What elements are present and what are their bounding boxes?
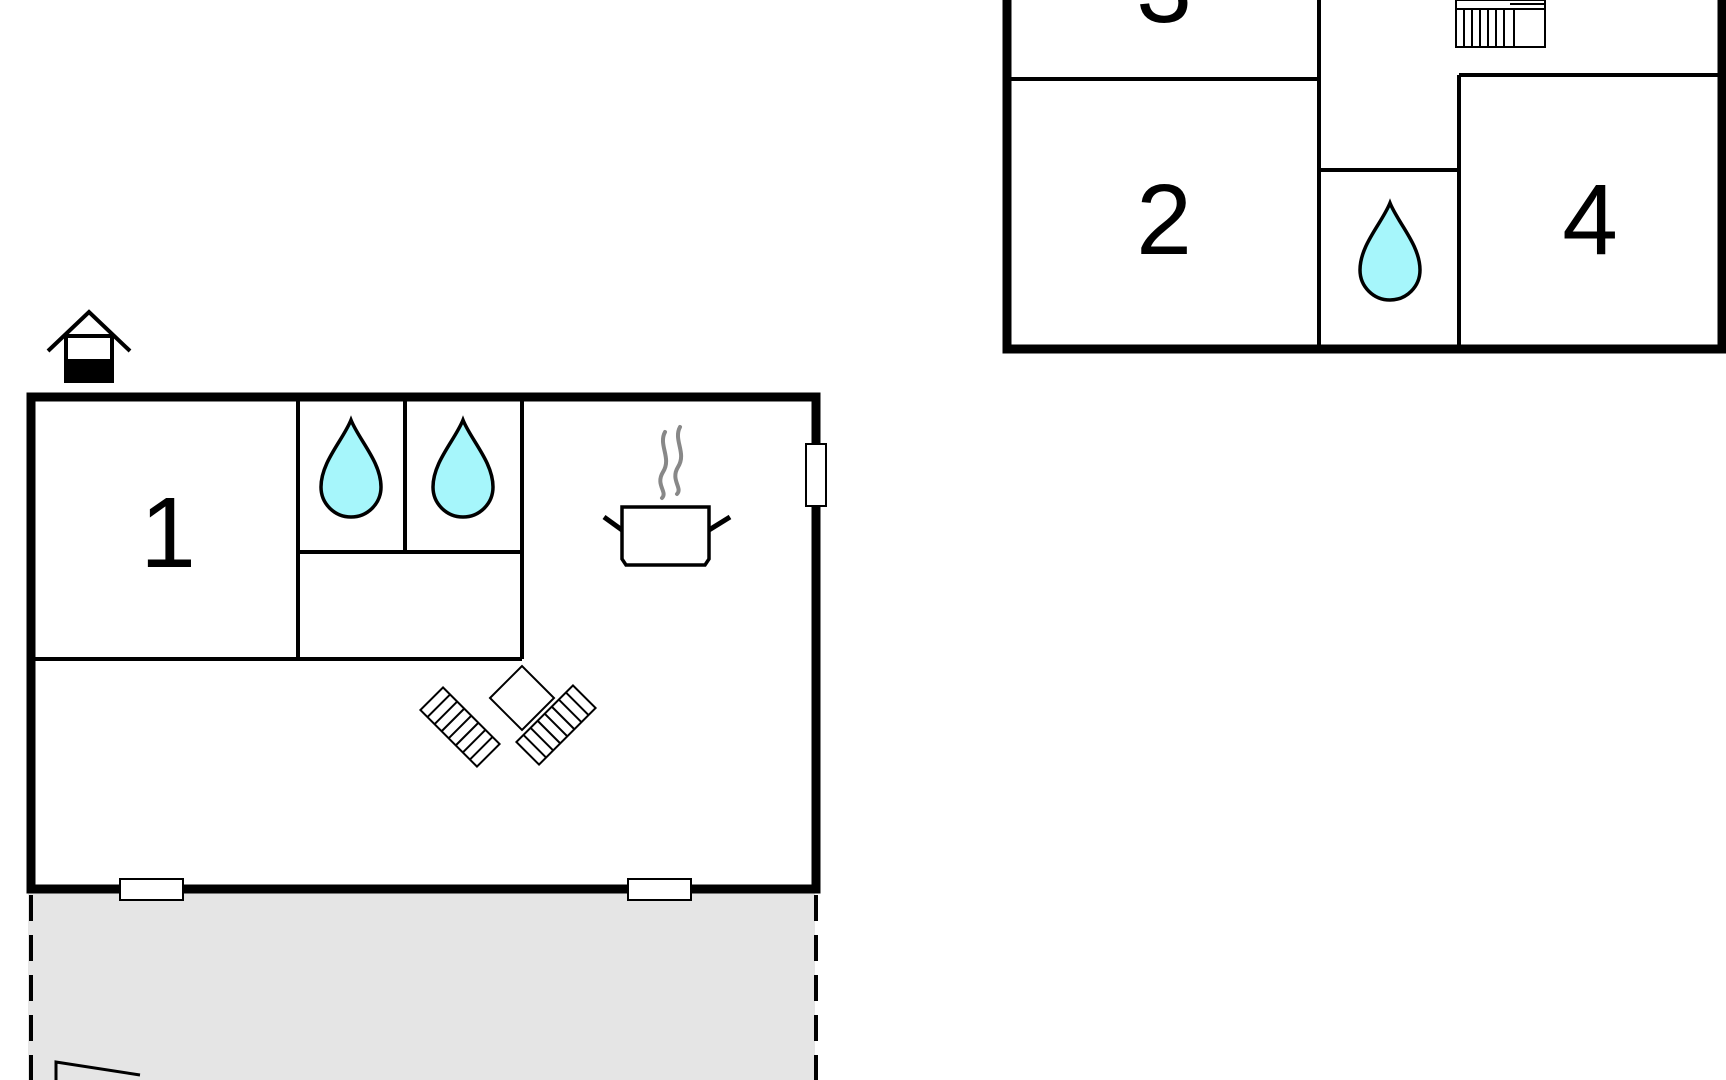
stairs-icon (1455, 0, 1546, 48)
window-icon (805, 443, 827, 507)
water-drop-icon (431, 415, 495, 519)
room-4-number: 4 (1562, 164, 1618, 276)
terrace (28, 890, 815, 1080)
window-icon (627, 878, 692, 901)
ground-floor-outer-wall (26, 392, 821, 894)
ground-floor: 1 (26, 309, 827, 1080)
cooking-pot-icon (602, 425, 732, 567)
upper-floor-outer-wall (1002, 0, 1726, 354)
house-icon (46, 309, 132, 383)
window-icon (119, 878, 184, 901)
room-2-number: 2 (1136, 164, 1192, 276)
water-drop-icon (319, 415, 383, 519)
stairs-icon (418, 664, 598, 769)
room-1-number: 1 (140, 477, 196, 589)
terrace-chair (54, 1060, 141, 1080)
room-3-number: 3 (1136, 0, 1192, 44)
water-drop-icon (1358, 198, 1422, 302)
upper-floor: 3 2 4 (1002, 0, 1726, 354)
